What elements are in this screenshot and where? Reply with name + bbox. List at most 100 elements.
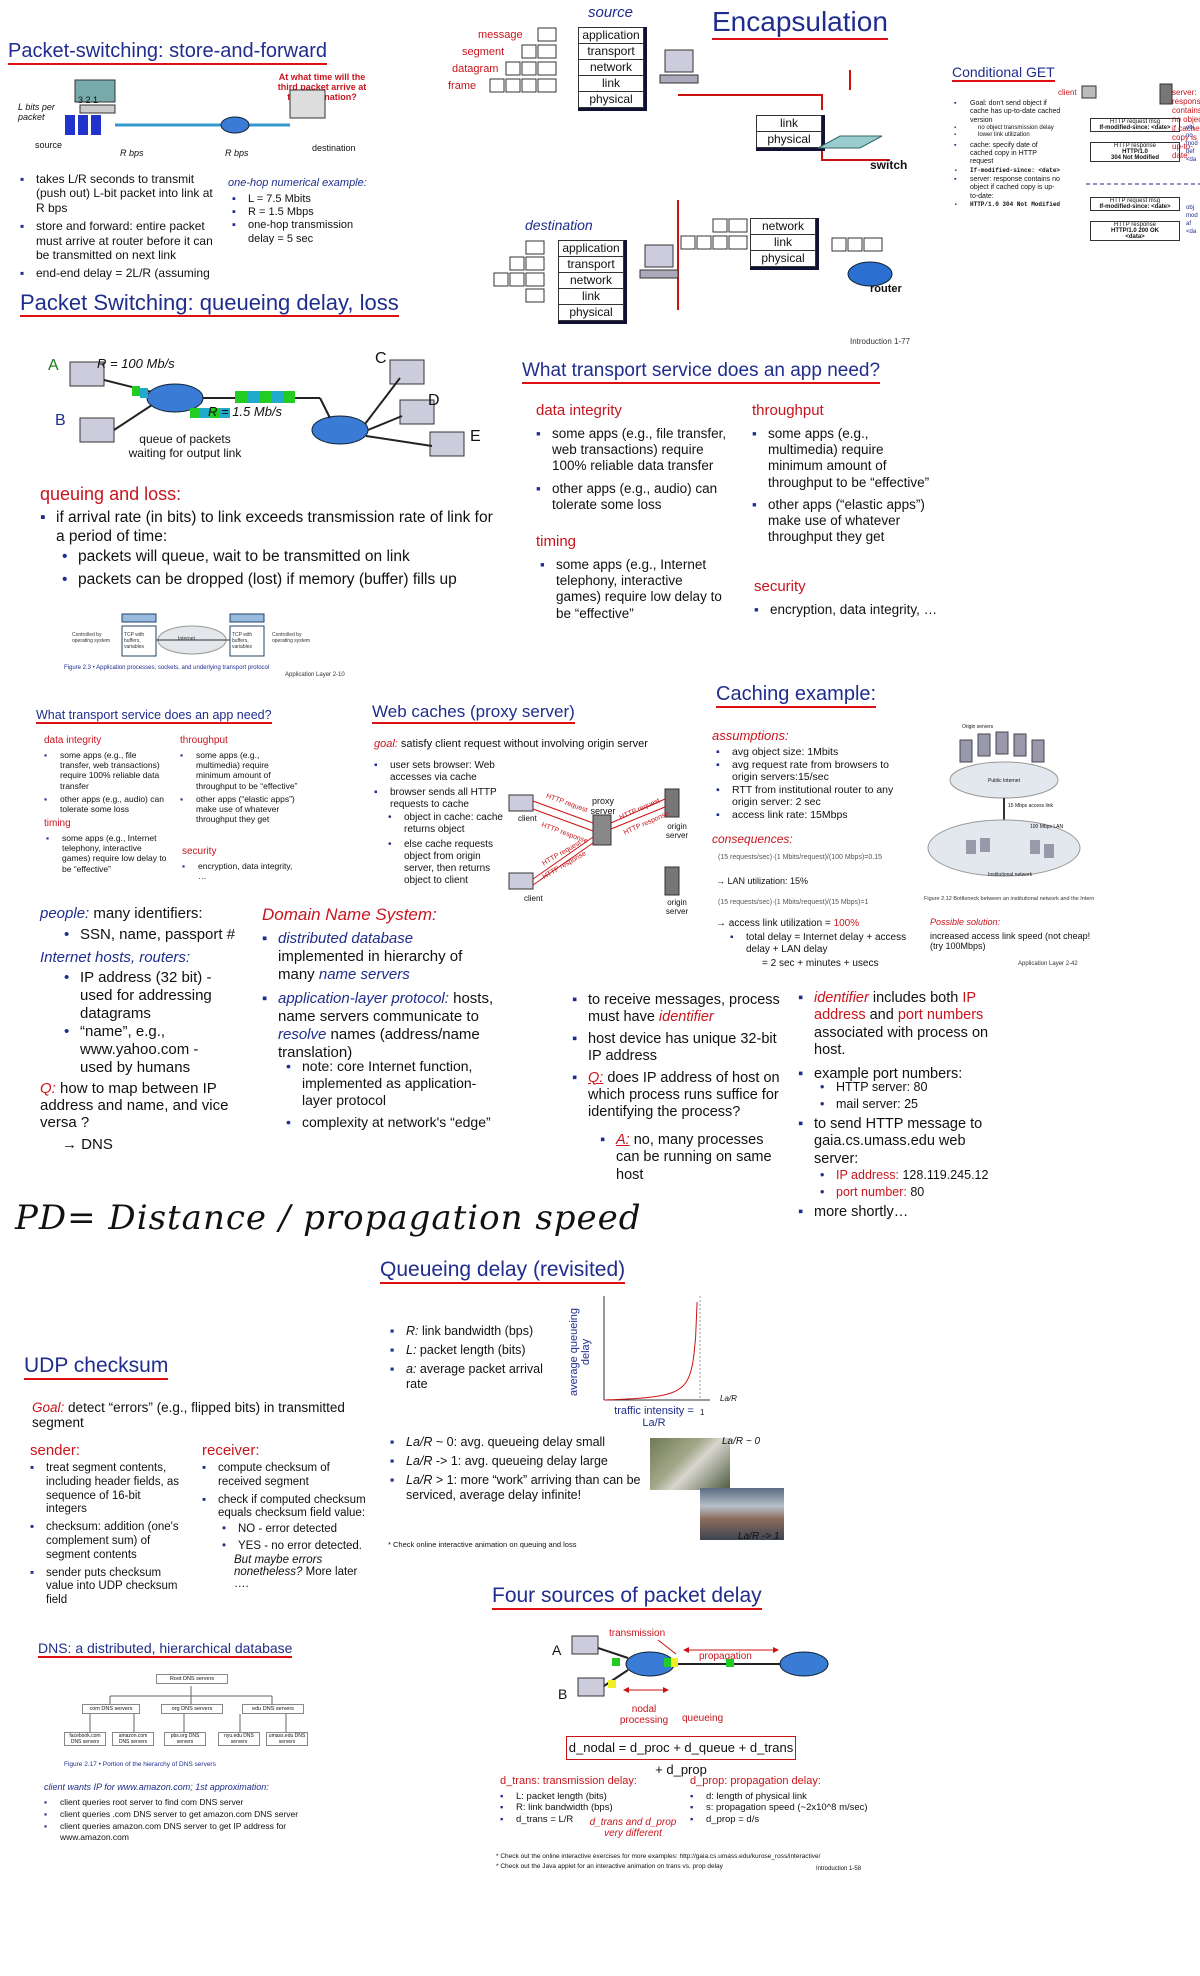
list-item: end-end delay = 2L/R (assuming [20, 266, 215, 281]
list-item: R: link bandwidth (bps) [500, 1802, 680, 1814]
layer-physical: physical [750, 250, 816, 267]
list-item: Q: does IP address of host on which proc… [572, 1070, 782, 1122]
host-a-icon [571, 1635, 599, 1655]
list-item: s: propagation speed (~2x10^8 m/sec) [690, 1802, 890, 1814]
four-sources-title: Four sources of packet delay [492, 1584, 762, 1611]
queue-packets [132, 386, 295, 418]
udp-goal: Goal: detect “errors” (e.g., flipped bit… [32, 1400, 345, 1430]
receiver-more: But maybe errors nonetheless? More later… [234, 1554, 358, 1590]
dns-system-list: distributed database implemented in hier… [262, 930, 497, 1062]
list-item: La/R > 1: more “work” arriving than can … [390, 1473, 660, 1503]
pdu-segment: segment [462, 46, 505, 58]
packet-3 [91, 115, 101, 135]
list-item: HTTP/1.0 304 Not Modified [954, 201, 1062, 208]
queuing-and-loss-title: queuing and loss: [40, 484, 182, 504]
list-item: example port numbers: [798, 1066, 1008, 1084]
caching-figure-caption: Figure 2.12 Bottleneck between an instit… [924, 896, 1095, 902]
bits-label: L bits per packet [18, 102, 55, 122]
node-b-label: B [558, 1686, 568, 1702]
rbps-label-1: R bps [120, 148, 144, 158]
pdu-frame: frame [448, 80, 477, 92]
receiver-list: compute checksum of received segment che… [202, 1462, 372, 1521]
small-tp-list: some apps (e.g., multimedia) require min… [180, 750, 300, 824]
propagation-label: propagation [699, 1651, 752, 1662]
caching-network-figure [927, 731, 1081, 877]
access-link-utilization: → access link utilization = 100% [716, 918, 860, 929]
list-item: HTTP server: 80 [820, 1080, 1000, 1095]
host-a-icon [69, 361, 105, 387]
edu-dns-box: edu DNS servers [242, 1704, 304, 1714]
web-cache-goal: goal: satisfy client request without inv… [374, 738, 648, 750]
list-item: store and forward: entire packet must ar… [20, 219, 215, 262]
root-dns-box: Root DNS servers [156, 1674, 228, 1684]
store-forward-section: Packet-switching: store-and-forward [8, 40, 328, 65]
inst-network-label: Institutional network [988, 872, 1033, 878]
list-item: L: packet length (bits) [390, 1343, 560, 1358]
queueing-x-label: traffic intensity = La/R [614, 1405, 694, 1429]
header-stack-source [489, 27, 557, 93]
packet-numbers: 3 2 1 [78, 95, 99, 105]
total-delay-value: = 2 sec + minutes + usecs [762, 958, 879, 969]
destination-computer-icon [289, 89, 326, 119]
list-item: treat segment contents, including header… [30, 1462, 180, 1517]
list-item: no object transmission delay [954, 125, 1062, 132]
proxy-client-label-1: client [518, 814, 537, 823]
highway-heavy-traffic-photo [700, 1488, 784, 1540]
list-item: server: response contains no object if c… [954, 176, 1062, 201]
packet-2 [78, 115, 88, 135]
queueing-cases-list: La/R ~ 0: avg. queueing delay small La/R… [390, 1435, 660, 1503]
fig-label-os-2: Controlled by operating system [272, 632, 311, 644]
small-throughput: throughput [180, 735, 228, 746]
layer-network: network [578, 59, 644, 75]
list-item: takes L/R seconds to transmit (push out)… [20, 172, 215, 215]
origin-server-icon [664, 866, 680, 896]
host-e-icon [429, 431, 465, 457]
router-icon [220, 116, 250, 134]
queuing-loss-sublist: packets will queue, wait to be transmitt… [62, 548, 502, 589]
source-host-icon [659, 49, 699, 84]
very-different-note: d_trans and d_prop very different [589, 1817, 677, 1839]
list-item: R = 1.5 Mbps [232, 206, 362, 219]
fig-label-os-1: Controlled by operating system [72, 632, 111, 644]
router-protocol-stack: network link physical [750, 218, 819, 270]
fig-label-internet: Internet [178, 636, 195, 642]
list-item: La/R -> 1: avg. queueing delay large [390, 1454, 660, 1469]
intro-page-label: Introduction 1-77 [850, 337, 911, 346]
client-label: client [1058, 88, 1077, 97]
router-icon [847, 261, 893, 287]
fig-label-tcp-1: TCP with buffers, variables [124, 632, 145, 650]
rate-15: R = 1.5 Mb/s [208, 404, 283, 419]
lar-axis-label: La/R [720, 1394, 737, 1403]
list-item: host device has unique 32-bit IP address [572, 1031, 782, 1066]
list-item: check if computed checksum equals checks… [202, 1494, 372, 1522]
list-item: some apps (e.g., file transfer, web tran… [536, 426, 736, 475]
list-item: L = 7.5 Mbits [232, 193, 362, 206]
transport-service-small-title: What transport service does an app need? [36, 708, 272, 725]
store-forward-bullets: takes L/R seconds to transmit (push out)… [20, 172, 215, 281]
source-protocol-stack: application transport network link physi… [578, 27, 647, 111]
encap-destination-label: destination [525, 217, 593, 233]
facebook-dns-box: facebook.com DNS servers [64, 1732, 106, 1746]
host-d-icon [399, 399, 435, 425]
list-item: complexity at network's “edge” [286, 1114, 496, 1131]
store-forward-diagram [65, 79, 326, 135]
assumptions-heading: assumptions: [712, 728, 789, 743]
layer-physical: physical [756, 131, 822, 148]
router-header-boxes [831, 237, 893, 287]
layer-transport: transport [558, 256, 624, 272]
list-item: NO - error detected [222, 1523, 372, 1537]
destination-protocol-stack: application transport network link physi… [558, 240, 627, 324]
layer-network: network [750, 218, 816, 234]
list-item: packets can be dropped (lost) if memory … [62, 571, 502, 590]
nyu-dns-box: nyu.edu DNS servers [218, 1732, 260, 1746]
highway-light-traffic-photo [650, 1438, 730, 1490]
dns-approx-heading: client wants IP for www.amazon.com; 1st … [44, 1782, 269, 1792]
node-a-label: A [552, 1642, 562, 1658]
origin-servers-label: Origin servers [962, 724, 994, 730]
pbs-dns-box: pbs.org DNS servers [164, 1732, 206, 1746]
prop-delay-list: d: length of physical link s: propagatio… [690, 1791, 890, 1826]
list-item: IP address (32 bit) - used for addressin… [64, 969, 224, 1023]
list-item: some apps (e.g., multimedia) require min… [180, 750, 300, 791]
transmission-label: transmission [609, 1628, 666, 1639]
